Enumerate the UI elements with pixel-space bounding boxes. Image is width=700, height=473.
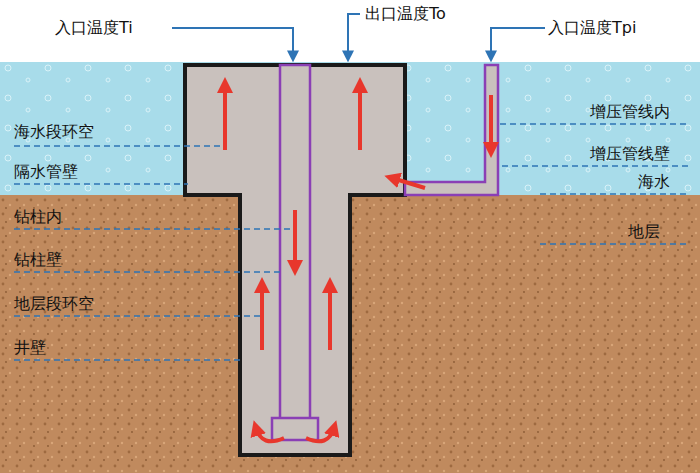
flow-arrows — [225, 85, 491, 441]
drill-string — [280, 65, 310, 420]
wellbore — [185, 65, 405, 455]
part-label: 钻柱内 — [14, 207, 62, 227]
pointer-lines — [172, 14, 545, 60]
part-label: 入口温度Tpi — [548, 18, 636, 38]
part-label: 增压管线内 — [590, 102, 670, 122]
part-label: 地层段环空 — [14, 294, 94, 314]
part-label: 出口温度To — [365, 4, 446, 24]
part-label: 钻柱壁 — [14, 250, 62, 270]
part-label: 海水 — [638, 172, 670, 192]
drill-bit — [272, 418, 318, 440]
part-label: 增压管线壁 — [590, 144, 670, 164]
part-label: 隔水管壁 — [14, 162, 78, 182]
leader-lines — [14, 124, 690, 360]
part-label: 井壁 — [14, 338, 46, 358]
part-label: 海水段环空 — [14, 122, 94, 142]
part-label: 地层 — [628, 222, 660, 242]
part-label: 入口温度Ti — [55, 18, 133, 38]
booster-line — [405, 65, 498, 195]
